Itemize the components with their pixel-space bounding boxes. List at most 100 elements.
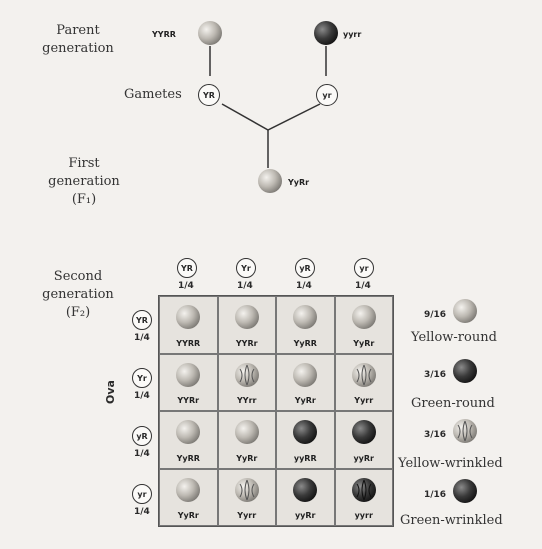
yellow-round-pea — [234, 420, 259, 444]
green-round-pea — [293, 420, 318, 444]
cell-genotype: yyRr — [353, 453, 375, 463]
parent-green-wrinkled-pea — [314, 21, 338, 45]
yellow-round-pea — [293, 362, 318, 387]
punnett-cell: yyRr — [334, 411, 393, 469]
punnett-cell: yyrr — [334, 468, 393, 526]
pollen-gamete-2: Yr — [236, 258, 256, 278]
parent-label-line1: Parent — [56, 23, 100, 38]
ova-label: Ova — [104, 380, 117, 404]
parent-label-line2: generation — [42, 41, 114, 56]
cell-genotype: yyRR — [293, 453, 317, 463]
cell-genotype: yyRr — [294, 511, 316, 520]
legend-fraction-1: 9/16 — [424, 310, 447, 320]
punnett-cell: YYRr — [159, 353, 218, 411]
second-label-line3: (F₂) — [65, 305, 91, 320]
ova-fraction-1: 1/4 — [134, 333, 150, 343]
cell-genotype: yyrr — [354, 511, 373, 520]
cell-genotype: Yyrr — [237, 511, 257, 520]
punnett-cell: yyRR — [276, 411, 335, 469]
cell-genotype: YYrr — [237, 396, 257, 405]
punnett-cell: YyRr — [217, 411, 276, 469]
first-label-line2: generation — [48, 174, 120, 189]
pollen-gamete-1: YR — [177, 258, 197, 278]
parent-generation-label: Parent generation — [28, 22, 128, 58]
punnett-cell: YyRR — [276, 296, 335, 354]
cell-genotype: YyRr — [236, 453, 258, 463]
yellow-round-pea — [176, 305, 201, 329]
f1-yellow-round-pea — [258, 169, 282, 193]
punnett-cell: YYRr — [217, 296, 276, 354]
ova-fraction-3: 1/4 — [134, 449, 150, 459]
second-generation-label: Second generation (F₂) — [28, 268, 128, 322]
gametes-label: Gametes — [124, 87, 182, 102]
parent-left-genotype: YYRR — [152, 30, 176, 39]
ova-fraction-2: 1/4 — [134, 391, 150, 401]
yellow-round-pea — [176, 420, 201, 444]
punnett-cell: YyRr — [334, 296, 393, 354]
parent-yellow-round-pea — [198, 21, 222, 45]
ova-gamete-3: yR — [132, 426, 152, 446]
ova-gamete-1: YR — [132, 310, 152, 330]
first-generation-label: First generation (F₁) — [34, 155, 134, 209]
legend-text-2: Green-round — [411, 396, 495, 411]
legend-text-4: Green-wrinkled — [400, 513, 503, 528]
second-label-line2: generation — [42, 287, 114, 302]
punnett-cell: YyRR — [159, 411, 218, 469]
cell-genotype: YYRr — [235, 338, 258, 348]
legend-fraction-2: 3/16 — [424, 370, 447, 380]
green-round-pea — [351, 420, 376, 444]
cell-genotype: YyRr — [294, 396, 316, 405]
punnett-cell: YYrr — [217, 353, 276, 411]
legend-fraction-4: 1/16 — [424, 490, 447, 500]
pollen-fraction-4: 1/4 — [355, 281, 371, 291]
yellow-round-pea — [176, 362, 201, 387]
yellow-round-pea — [176, 477, 201, 502]
gamete-right-branch — [267, 103, 321, 131]
cell-genotype: YYRr — [177, 396, 200, 405]
cell-genotype: YyRR — [293, 338, 317, 348]
legend-text-1: Yellow-round — [411, 330, 497, 345]
parent-right-genotype: yyrr — [343, 30, 362, 39]
pollen-gamete-4: yr — [354, 258, 374, 278]
pollen-gamete-3: yR — [295, 258, 315, 278]
legend-green-wrinkled-pea — [453, 479, 477, 503]
legend-yellow-round-pea — [453, 299, 477, 323]
pollen-fraction-1: 1/4 — [178, 281, 194, 291]
yellow-wrinkled-pea — [351, 362, 376, 387]
punnett-cell: Yyrr — [217, 468, 276, 526]
legend-fraction-3: 3/16 — [424, 430, 447, 440]
cell-genotype: YyRr — [353, 338, 375, 348]
punnett-cell: YyRr — [276, 353, 335, 411]
yellow-wrinkled-pea — [234, 477, 259, 502]
legend-text-3: Yellow-wrinkled — [398, 456, 503, 471]
ova-fraction-4: 1/4 — [134, 507, 150, 517]
legend-green-round-pea — [453, 359, 477, 383]
yellow-wrinkled-pea — [234, 362, 259, 387]
pollen-fraction-3: 1/4 — [296, 281, 312, 291]
yellow-round-pea — [351, 305, 376, 329]
second-label-line1: Second — [53, 269, 103, 284]
cell-genotype: YYRR — [176, 338, 201, 348]
cell-genotype: YyRR — [176, 453, 200, 463]
legend-yellow-wrinkled-pea — [453, 419, 477, 443]
yellow-round-pea — [293, 305, 318, 329]
punnett-cell: YYRR — [159, 296, 218, 354]
ova-gamete-4: yr — [132, 484, 152, 504]
cell-genotype: YyRr — [177, 511, 199, 520]
gamete-left-branch — [221, 103, 269, 131]
f1-genotype: YyRr — [288, 178, 310, 187]
green-round-pea — [293, 477, 318, 502]
green-wrinkled-pea — [351, 477, 376, 502]
ova-gamete-2: Yr — [132, 368, 152, 388]
punnett-cell: YyRr — [159, 468, 218, 526]
gamete-right: yr — [316, 84, 338, 106]
first-label-line3: (F₁) — [71, 192, 97, 207]
pollen-fraction-2: 1/4 — [237, 281, 253, 291]
gamete-left: YR — [198, 84, 220, 106]
cell-genotype: Yyrr — [354, 396, 374, 405]
yellow-round-pea — [234, 305, 259, 329]
first-label-line1: First — [68, 156, 100, 171]
punnett-cell: yyRr — [276, 468, 335, 526]
